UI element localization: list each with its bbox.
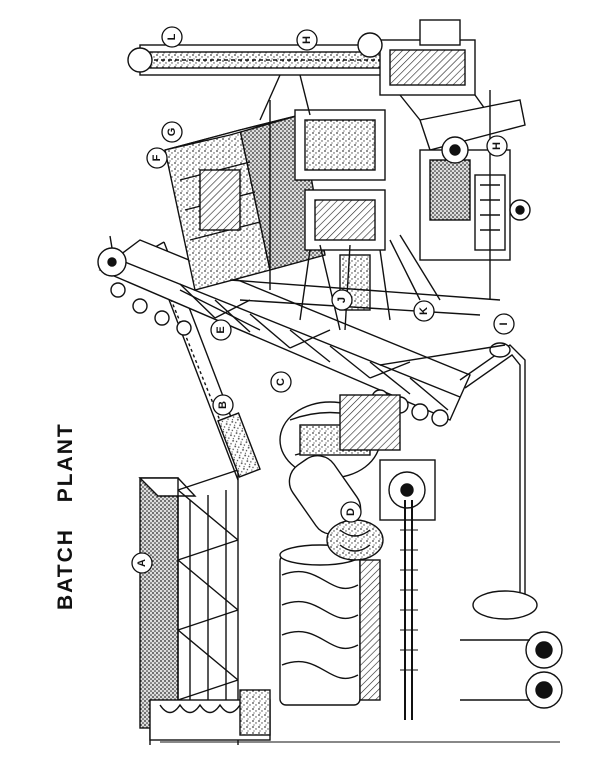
- callout-circle: [161, 121, 183, 143]
- upper-housing-h: [357, 19, 526, 151]
- water-pipe-i: [379, 342, 538, 620]
- callout-circle: [296, 29, 318, 51]
- main-frame: [179, 90, 501, 331]
- weigh-tower: [294, 109, 391, 321]
- callout-letter: H: [301, 36, 313, 44]
- callout-letter: I: [498, 322, 510, 325]
- callout-circle: [331, 289, 353, 311]
- feed-hopper: [138, 469, 560, 745]
- callout-g: G: [161, 121, 183, 143]
- callout-letter: D: [345, 508, 357, 516]
- vertical-shaft: [400, 500, 418, 720]
- callout-circle: [161, 26, 183, 48]
- callout-i: I: [493, 313, 515, 335]
- drawing-ink: [97, 19, 563, 745]
- callout-circle: [212, 394, 234, 416]
- mixer-drum-c: [279, 394, 401, 479]
- bucket-elevator-e: [97, 235, 471, 427]
- chassis-wheels: [460, 631, 563, 709]
- callout-letter: L: [166, 33, 178, 40]
- callout-letter: H: [491, 142, 503, 150]
- callout-k: K: [413, 300, 435, 322]
- callout-letter: G: [166, 128, 178, 137]
- callout-circle: [146, 147, 168, 169]
- callout-e: E: [210, 319, 232, 341]
- callout-b: B: [212, 394, 234, 416]
- callout-a: A: [131, 552, 153, 574]
- callout-c: C: [270, 371, 292, 393]
- callout-h1: H: [296, 29, 318, 51]
- callout-letter: K: [418, 307, 430, 315]
- callout-letter: F: [151, 154, 163, 161]
- callout-layer: A B C D E F G H H I J K L: [131, 26, 515, 574]
- callout-h2: H: [486, 135, 508, 157]
- aggregate-bins: [164, 114, 326, 291]
- callout-letter: E: [215, 326, 227, 333]
- callout-circle: [340, 501, 362, 523]
- spiral-drum: [279, 544, 381, 706]
- power-unit: [419, 136, 531, 261]
- callout-circle: [270, 371, 292, 393]
- callout-d: D: [340, 501, 362, 523]
- callout-l: L: [161, 26, 183, 48]
- callout-circle: [413, 300, 435, 322]
- callout-circle: [131, 552, 153, 574]
- callout-circle: [486, 135, 508, 157]
- callout-letter: A: [136, 559, 148, 567]
- callout-j: J: [331, 289, 353, 311]
- callout-letter: B: [217, 401, 229, 409]
- callout-letter: C: [275, 378, 287, 386]
- callout-circle: [493, 313, 515, 335]
- callout-f: F: [146, 147, 168, 169]
- dryer-cylinder-d: [288, 455, 436, 561]
- callout-circle: [210, 319, 232, 341]
- lower-screw-conveyor: [149, 689, 271, 741]
- callout-letter: J: [336, 297, 348, 303]
